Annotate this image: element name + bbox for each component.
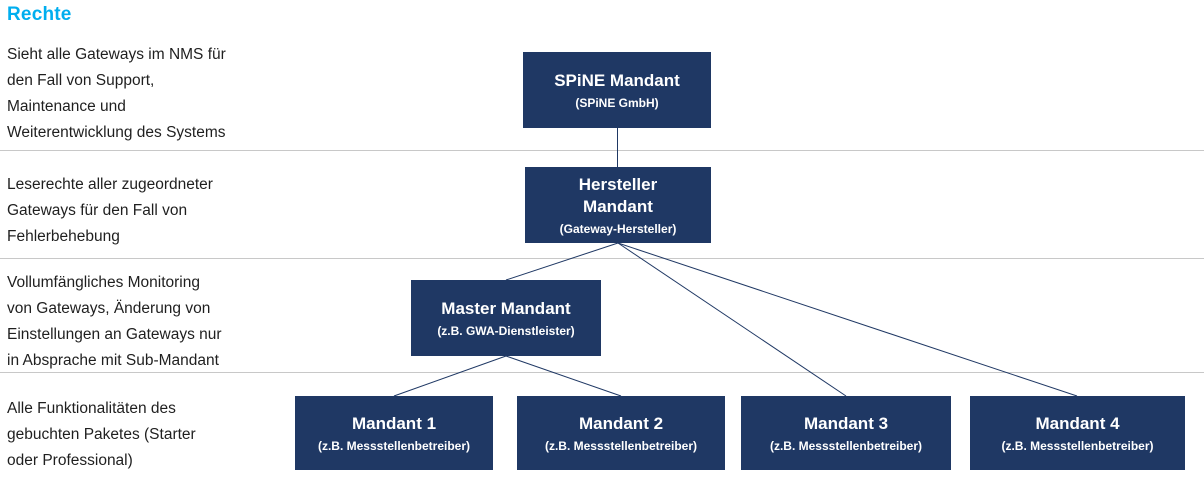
connector-hersteller-master [505, 242, 619, 281]
row-divider [0, 150, 1204, 151]
rights-block-hersteller: Leserechte aller zugeordneter Gateways f… [7, 176, 213, 245]
rights-block-spine: Sieht alle Gateways im NMS für den Fall … [7, 46, 226, 141]
row-divider [0, 258, 1204, 259]
node-subtitle: (SPiNE GmbH) [575, 95, 659, 110]
page-title: Rechte [7, 4, 72, 25]
row-divider [0, 372, 1204, 373]
connector-hersteller-mandant4 [617, 242, 1078, 397]
node-subtitle: (Gateway-Hersteller) [559, 221, 677, 236]
org-node-hersteller: Hersteller Mandant (Gateway-Hersteller) [525, 167, 711, 243]
node-title: SPiNE Mandant [554, 70, 680, 90]
node-subtitle: (z.B. Messstellenbetreiber) [769, 438, 923, 453]
node-subtitle: (z.B. GWA-Dienstleister) [437, 323, 575, 338]
org-node-mandant2: Mandant 2 (z.B. Messstellenbetreiber) [517, 396, 725, 470]
node-title: Hersteller Mandant [578, 174, 658, 216]
node-title: Master Mandant [441, 298, 571, 318]
org-node-mandant3: Mandant 3 (z.B. Messstellenbetreiber) [741, 396, 951, 470]
node-subtitle: (z.B. Messstellenbetreiber) [1001, 438, 1154, 453]
org-node-master: Master Mandant (z.B. GWA-Dienstleister) [411, 280, 601, 356]
connector-master-mandant1 [393, 355, 507, 397]
connector-master-mandant2 [505, 355, 622, 397]
org-node-spine: SPiNE Mandant (SPiNE GmbH) [523, 52, 711, 128]
connector-hersteller-mandant3 [617, 242, 847, 397]
node-title: Mandant 1 [351, 413, 437, 433]
org-node-mandant1: Mandant 1 (z.B. Messstellenbetreiber) [295, 396, 493, 470]
node-subtitle: (z.B. Messstellenbetreiber) [317, 438, 471, 453]
node-title: Mandant 2 [578, 413, 664, 433]
rights-block-mandanten: Alle Funktionalitäten des gebuchten Pake… [7, 400, 196, 469]
rights-block-master: Vollumfängliches Monitoring von Gateways… [7, 274, 222, 369]
node-title: Mandant 4 [1035, 413, 1120, 433]
node-title: Mandant 3 [803, 413, 889, 433]
node-subtitle: (z.B. Messstellenbetreiber) [544, 438, 698, 453]
org-node-mandant4: Mandant 4 (z.B. Messstellenbetreiber) [970, 396, 1185, 470]
